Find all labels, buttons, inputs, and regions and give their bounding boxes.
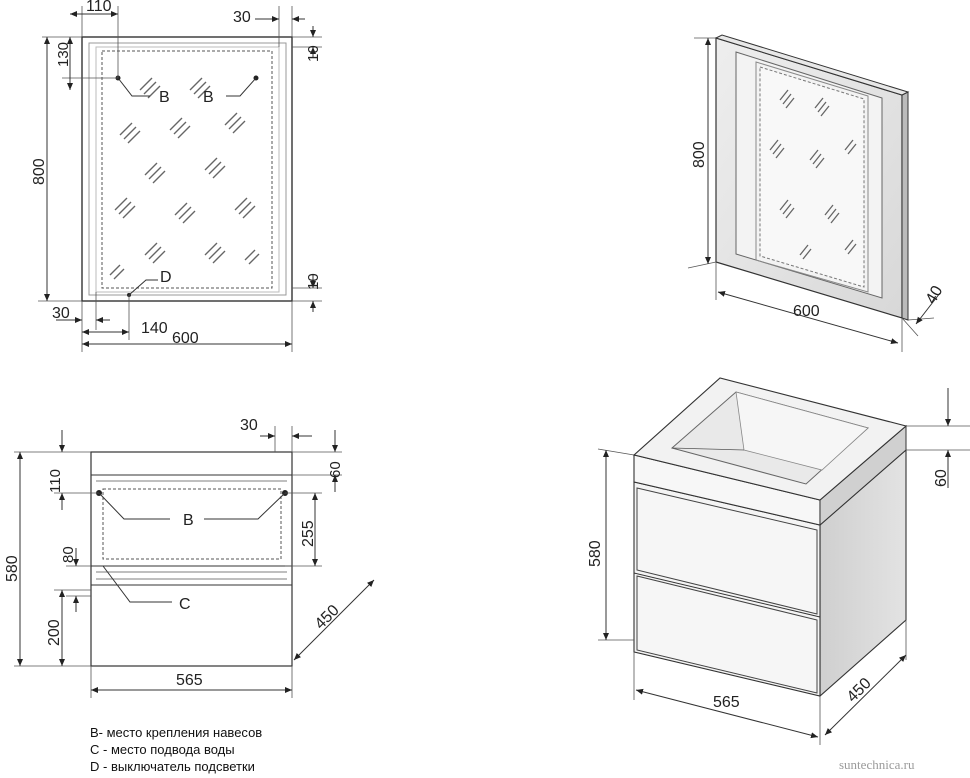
dim-bottom-mid: 140 xyxy=(141,320,168,337)
dim-right-bottom: 10 xyxy=(305,273,322,290)
cabinet-front-view: B C 30 110 60 580 255 80 200 xyxy=(4,417,375,698)
dim-top-right: 30 xyxy=(233,9,251,26)
cab-dim-right-top: 60 xyxy=(327,461,344,478)
iso-mirror-depth: 40 xyxy=(923,283,947,307)
cab-dim-height: 580 xyxy=(4,555,21,582)
legend: B- место крепления навесов C - место под… xyxy=(90,724,262,775)
dim-right-top: 10 xyxy=(305,45,322,62)
iso-cab-width: 565 xyxy=(713,694,740,711)
dim-top-left: 110 xyxy=(86,0,112,15)
iso-cab-height: 580 xyxy=(587,540,604,567)
cab-dim-left-mid: 80 xyxy=(60,546,77,563)
cab-dim-top-right: 30 xyxy=(240,417,258,434)
iso-mirror-width: 600 xyxy=(793,303,820,320)
watermark: suntechnica.ru xyxy=(839,757,915,772)
legend-item-d: D - выключатель подсветки xyxy=(90,759,255,774)
iso-mirror-height: 800 xyxy=(691,141,708,168)
cab-dim-depth: 450 xyxy=(312,602,343,633)
mirror-front-view: B B D 110 30 130 10 800 10 xyxy=(31,0,322,352)
cab-label-c: C xyxy=(179,596,191,613)
legend-item-c: C - место подвода воды xyxy=(90,742,235,757)
iso-cab-top: 60 xyxy=(933,469,950,487)
cab-dim-right-mid: 255 xyxy=(300,520,317,547)
dim-bottom-left: 30 xyxy=(52,305,70,322)
label-b-right: B xyxy=(203,89,214,106)
cab-label-b: B xyxy=(183,512,194,529)
label-b-left: B xyxy=(159,89,170,106)
cab-dim-left-top: 110 xyxy=(47,469,64,493)
mirror-iso-hatch xyxy=(769,89,857,260)
legend-item-b: B- место крепления навесов xyxy=(90,725,263,740)
label-d: D xyxy=(160,269,172,286)
cabinet-iso-view: 580 60 565 450 xyxy=(587,377,970,745)
mirror-iso-view: 800 600 40 xyxy=(687,34,947,352)
mirror-glass-hatch xyxy=(109,77,260,280)
dim-height: 800 xyxy=(31,158,48,185)
dim-left-top: 130 xyxy=(55,42,72,67)
cab-dim-left-bottom: 200 xyxy=(46,619,63,646)
cab-dim-width: 565 xyxy=(176,672,203,689)
iso-cab-depth: 450 xyxy=(844,675,875,706)
dim-width: 600 xyxy=(172,330,199,347)
